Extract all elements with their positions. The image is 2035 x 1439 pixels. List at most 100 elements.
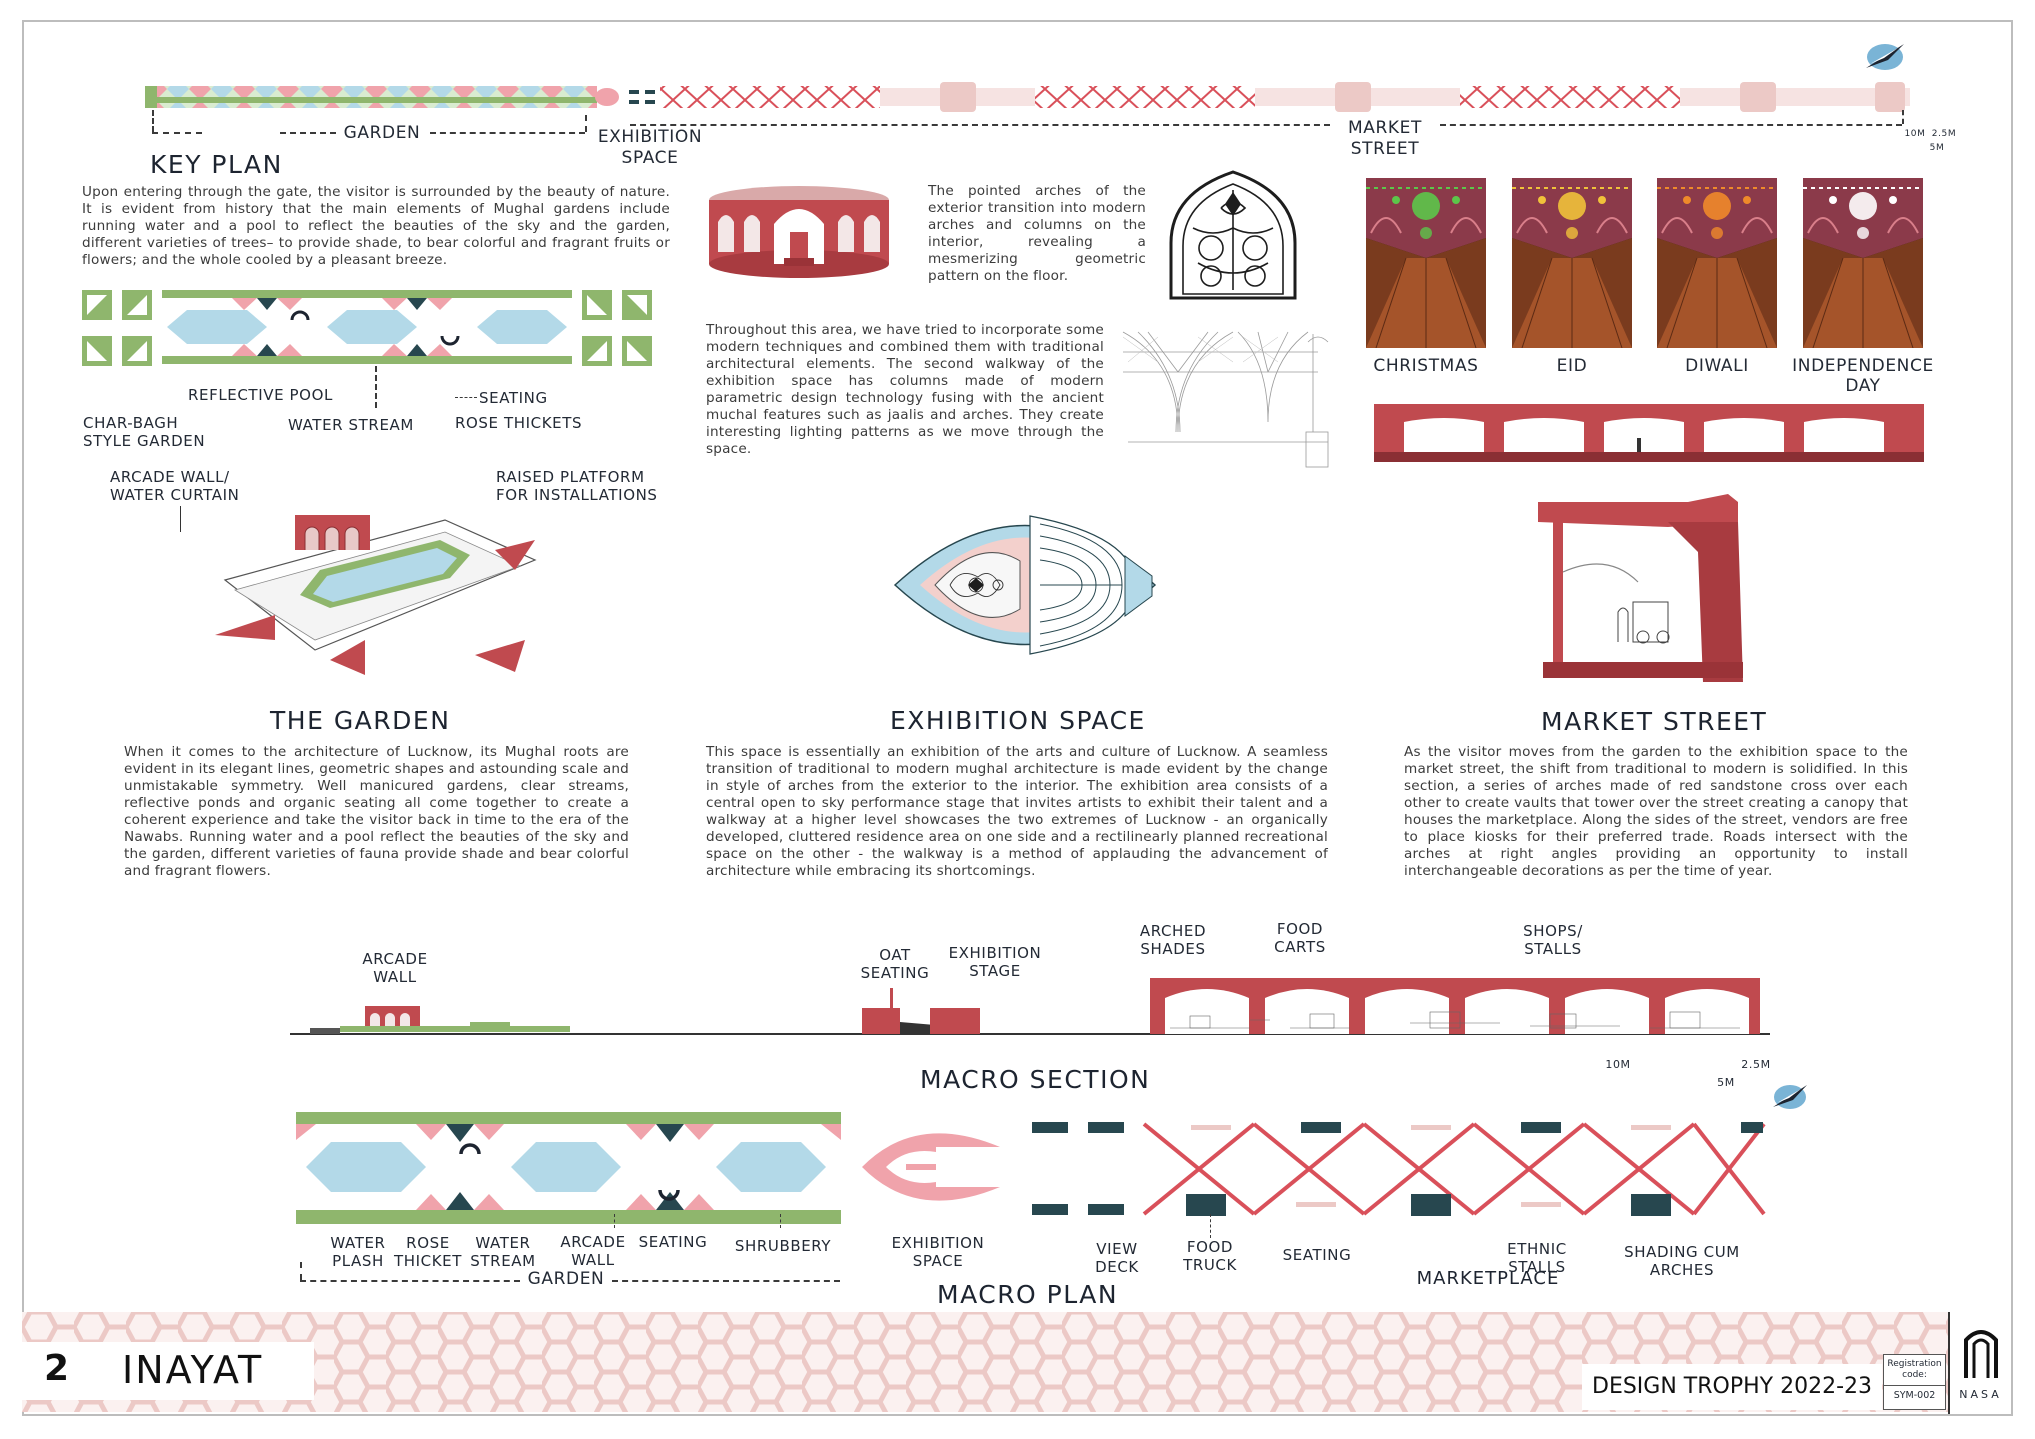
registration-code: SYM-002: [1884, 1385, 1945, 1401]
leader-line: [780, 1214, 781, 1228]
plan-label-shading-arches: SHADING CUM ARCHES: [1624, 1243, 1740, 1279]
arch-line: [1472, 1122, 1586, 1216]
jaali-arch-ornament: [1169, 170, 1297, 300]
festival-label: EID: [1556, 356, 1588, 376]
north-arrow-icon: [1773, 1085, 1807, 1109]
garden-text: When it comes to the architecture of Luc…: [124, 744, 629, 879]
macro-section-drawing: [290, 978, 1770, 1035]
plan-label-seating-market: SEATING: [1282, 1246, 1352, 1264]
leader-line: [1210, 1214, 1211, 1238]
key-plan-garden-label: GARDEN: [343, 123, 421, 143]
nasa-arch-icon: [1964, 1330, 1998, 1378]
label-char-bagh: CHAR-BAGH STYLE GARDEN: [83, 414, 206, 450]
key-plan-bracket: [1902, 110, 1904, 124]
section-label-shops-stalls: SHOPS/ STALLS: [1523, 922, 1583, 958]
section-arch: [1465, 989, 1549, 1034]
section-label-oat-seating: OAT SEATING: [860, 946, 930, 982]
plan-label-view-deck: VIEW DECK: [1095, 1240, 1139, 1276]
plan-label-ethnic-stalls: ETHNIC STALLS: [1507, 1240, 1567, 1276]
section-arch: [1665, 989, 1749, 1034]
market-arch-canopy-render: [1538, 494, 1743, 682]
festival-render: [1366, 178, 1486, 348]
garden-plan-diagram: [82, 290, 652, 366]
key-plan-bracket: [585, 115, 587, 132]
garden-intro-text: Upon entering through the gate, the visi…: [82, 184, 670, 268]
section-arch: [1265, 989, 1349, 1034]
arch-line: [1362, 1122, 1476, 1216]
registration-label: Registration code:: [1887, 1359, 1942, 1380]
plan-label-rose-thicket: ROSE THICKET: [393, 1234, 463, 1270]
macro-scale-10m: 10M: [1605, 1058, 1631, 1071]
section-label-exhibition-stage: EXHIBITION STAGE: [948, 944, 1042, 980]
plan-label-arcade-wall: ARCADE WALL: [560, 1233, 626, 1269]
arch-line: [1252, 1122, 1366, 1216]
exhibition-title: EXHIBITION SPACE: [890, 706, 1146, 735]
parametric-column-sketch: [1122, 331, 1329, 468]
macro-plan-title: MACRO PLAN: [937, 1280, 1119, 1309]
festival-label: DIWALI: [1685, 356, 1749, 376]
north-arrow-icon: [1866, 44, 1904, 70]
label-seating: SEATING: [479, 389, 548, 407]
sheet-title-block: 2 INAYAT: [22, 1342, 314, 1400]
key-plan-bracket: [430, 132, 585, 134]
section-arch: [1365, 989, 1449, 1034]
festival-render: [1512, 178, 1632, 348]
leader-line: [375, 366, 377, 408]
sheet-frame: [22, 20, 2013, 1416]
macro-section-title: MACRO SECTION: [920, 1065, 1151, 1094]
key-plan-title: KEY PLAN: [150, 150, 283, 179]
market-text: As the visitor moves from the garden to …: [1404, 744, 1908, 879]
competition-block: DESIGN TROPHY 2022-23: [1582, 1364, 1882, 1410]
exhibition-text: This space is essentially an exhibition …: [706, 744, 1328, 879]
festival-label: INDEPENDENCE DAY: [1792, 356, 1934, 396]
nasa-logo-text: NASA: [1959, 1388, 2002, 1401]
plan-label-shrubbery: SHRUBBERY: [734, 1237, 832, 1255]
plan-label-food-truck: FOOD TRUCK: [1183, 1238, 1237, 1274]
section-label-food-carts: FOOD CARTS: [1274, 920, 1326, 956]
footer-pattern-band: [22, 1312, 1948, 1412]
arch-line: [1142, 1122, 1256, 1216]
arch-line: [1692, 1122, 1766, 1216]
garden-axonometric-view: [215, 515, 537, 675]
scale-10m: 10M: [1904, 129, 1926, 139]
festival-render: [1657, 178, 1777, 348]
key-plan-market-label: MARKET STREET: [1348, 118, 1422, 159]
arch-line: [1582, 1122, 1696, 1216]
plan-label-marketplace: MARKETPLACE: [1416, 1268, 1560, 1289]
key-plan-bracket: [152, 132, 202, 134]
garden-bracket: [300, 1262, 302, 1280]
exhibition-modern-text: Throughout this area, we have tried to i…: [706, 322, 1104, 457]
leader-line: [614, 1214, 615, 1228]
garden-bracket: [612, 1280, 840, 1282]
scale-2-5m: 2.5M: [1931, 129, 1957, 139]
plan-label-exhibition-space: EXHIBITION SPACE: [891, 1234, 985, 1270]
plan-label-water-stream: WATER STREAM: [470, 1234, 536, 1270]
label-rose-thickets: ROSE THICKETS: [455, 414, 583, 432]
registration-box: Registration code: SYM-002: [1883, 1354, 1946, 1410]
nasa-logo-block: NASA: [1948, 1312, 2011, 1414]
sheet-number: 2: [44, 1348, 70, 1389]
macro-plan-drawing: [296, 1112, 1766, 1224]
festival-label: CHRISTMAS: [1373, 356, 1479, 376]
leader-line: [180, 506, 181, 532]
garden-title: THE GARDEN: [270, 706, 451, 735]
plan-label-seating: SEATING: [638, 1233, 708, 1251]
label-reflective-pool: REFLECTIVE POOL: [188, 386, 333, 404]
section-label-arcade-wall: ARCADE WALL: [362, 950, 428, 986]
macro-scale-5m: 5M: [1717, 1076, 1735, 1089]
exhibition-plan-render: [893, 515, 1157, 655]
market-title: MARKET STREET: [1541, 707, 1768, 736]
key-plan-bracket: [630, 124, 1330, 126]
competition-name: DESIGN TROPHY 2022-23: [1592, 1374, 1872, 1399]
exhibition-arch-render: [709, 186, 889, 278]
section-arch: [1165, 989, 1249, 1034]
leader-line: [455, 397, 477, 398]
key-plan-strip: [145, 82, 1910, 112]
key-plan-bracket: [152, 110, 154, 132]
section-label-arched-shades: ARCHED SHADES: [1139, 922, 1207, 958]
label-arcade-wall: ARCADE WALL/ WATER CURTAIN: [110, 468, 240, 504]
section-arch: [1565, 989, 1649, 1034]
scale-5m: 5M: [1929, 143, 1945, 153]
key-plan-bracket: [280, 132, 336, 134]
label-water-stream: WATER STREAM: [288, 416, 414, 434]
